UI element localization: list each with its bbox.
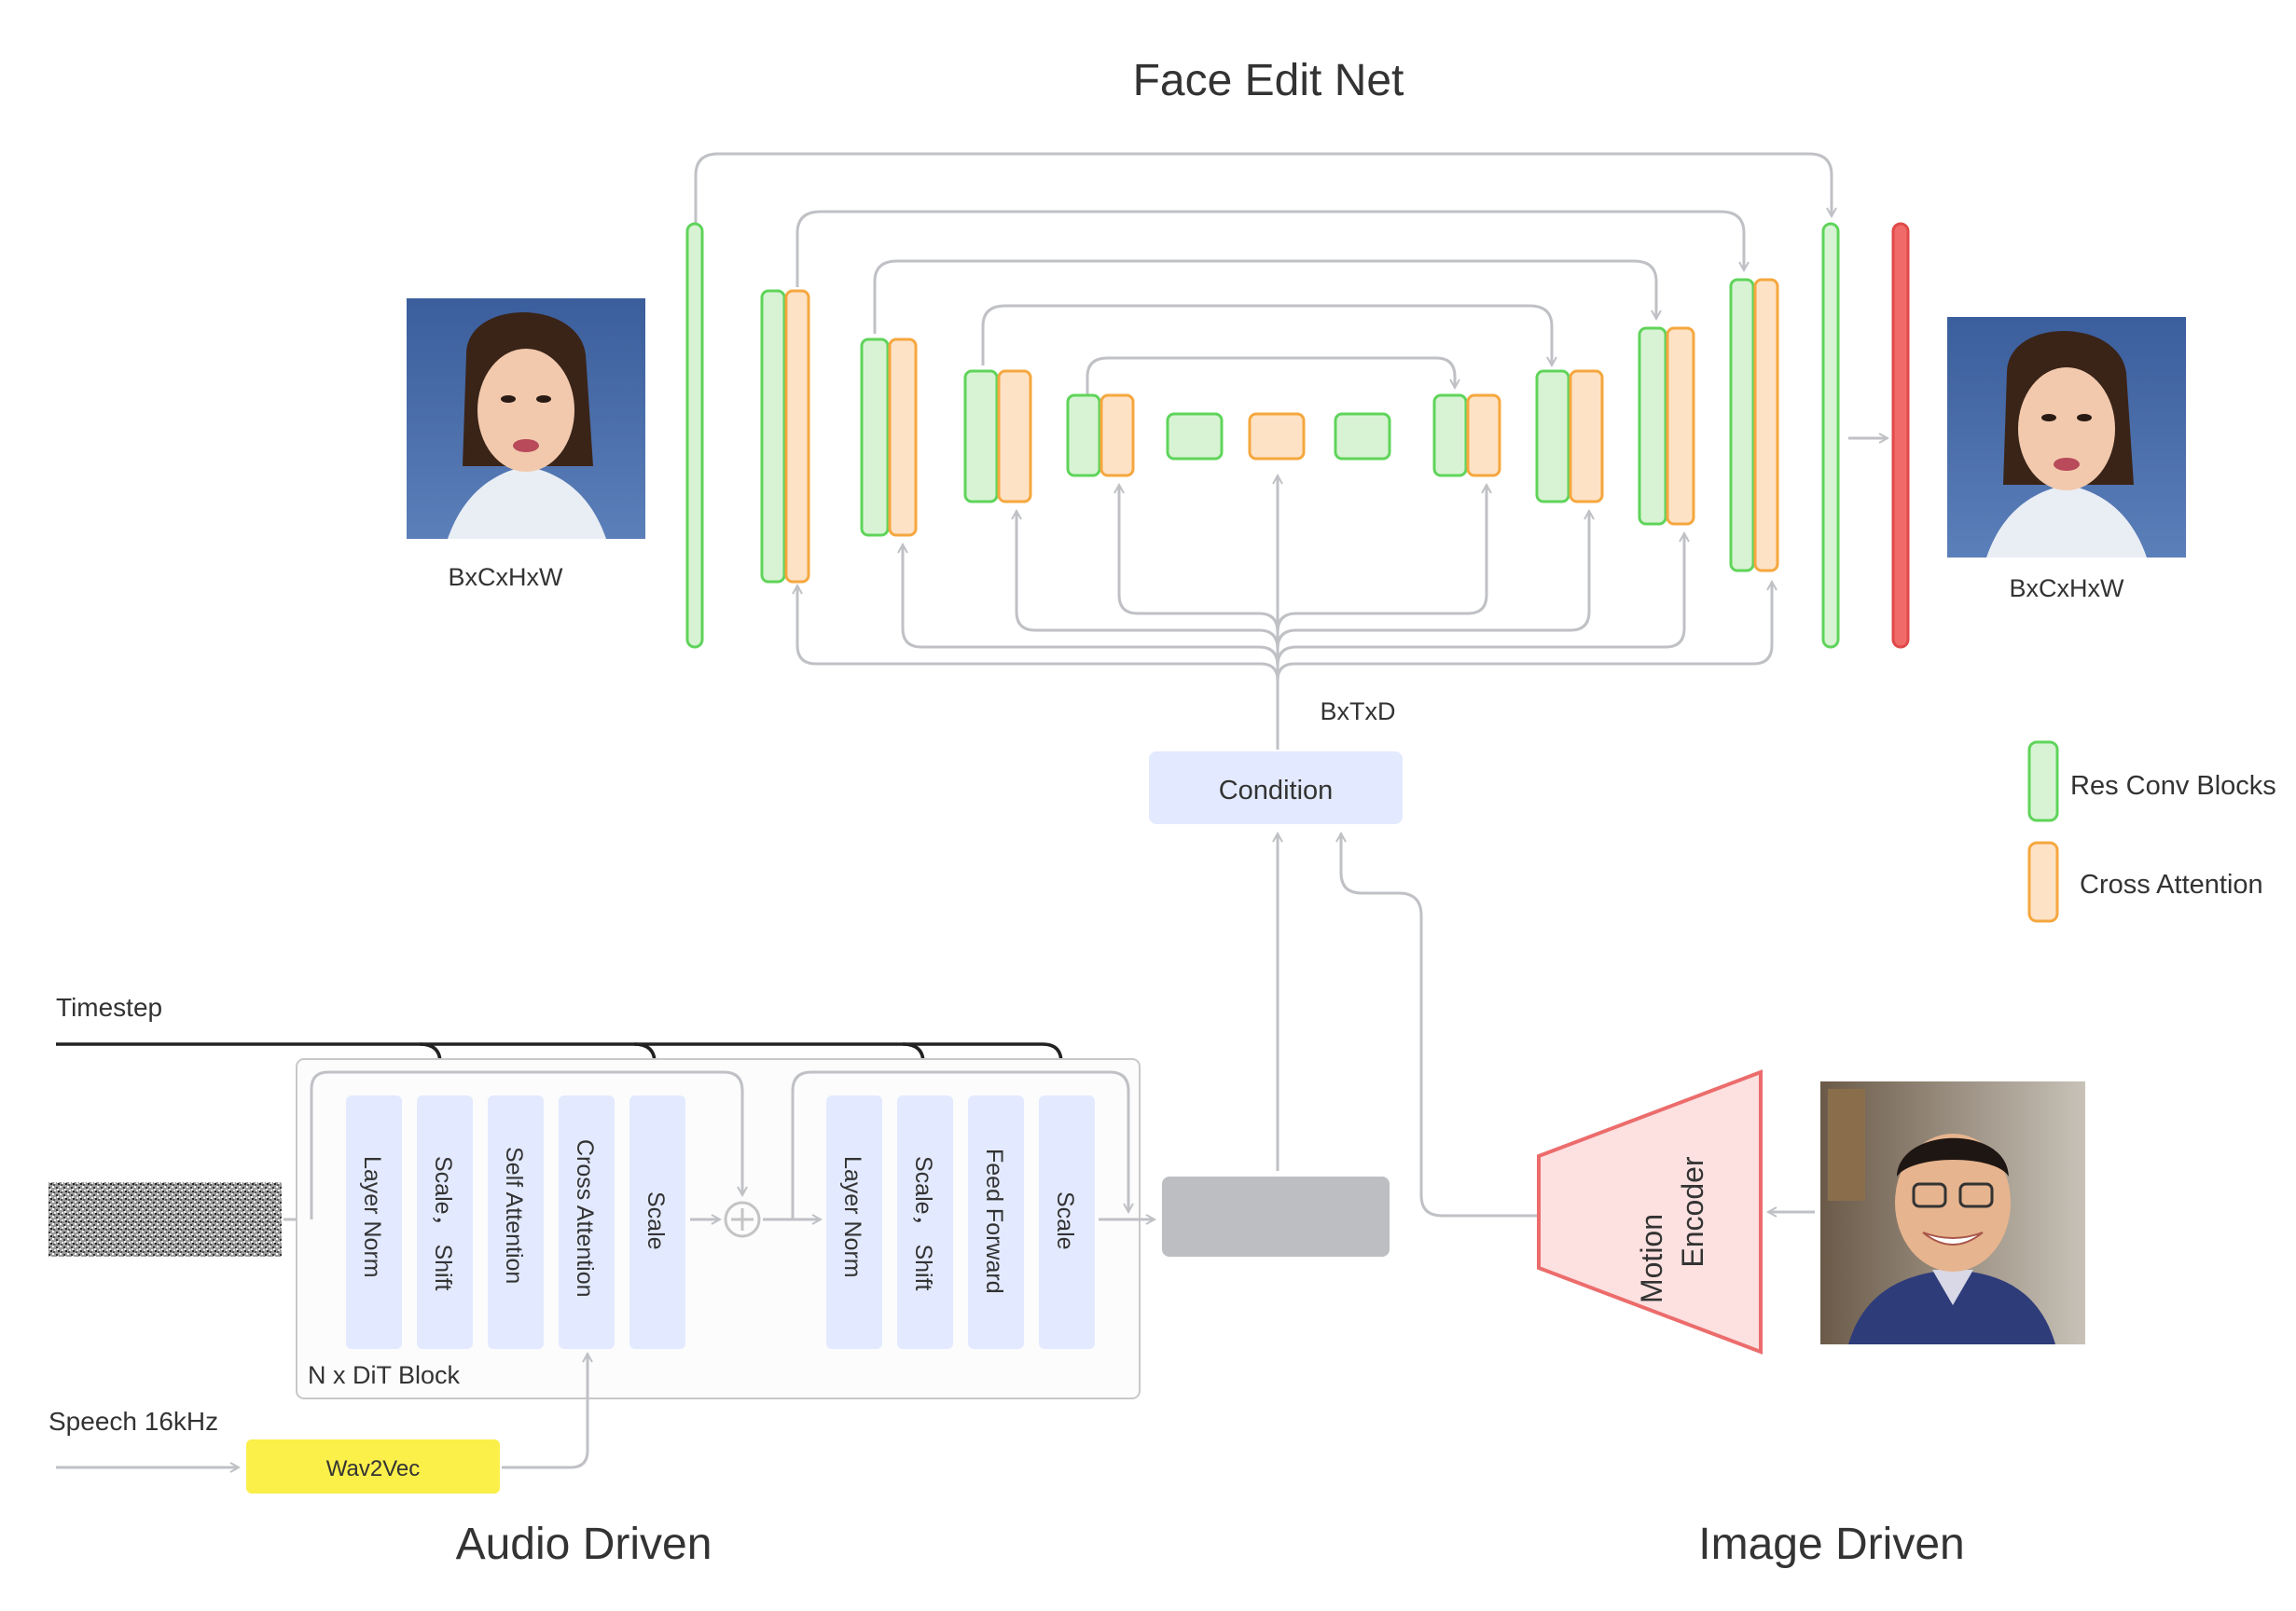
- unet-blocks: [685, 222, 1910, 649]
- wav2vec-box: [246, 1439, 500, 1494]
- condition-routing: [797, 475, 1772, 750]
- legend-res-conv-label: Res Conv Blocks: [2070, 771, 2276, 801]
- output-face-image: [1947, 317, 2186, 558]
- dit-group-1: Layer Norm Scale， Shift Self Attention C…: [346, 1095, 685, 1349]
- res-conv-block: [1334, 412, 1391, 461]
- res-conv-block: [1166, 412, 1224, 461]
- res-conv-block: [1535, 369, 1570, 503]
- dit-layer-label: Scale: [1052, 1191, 1078, 1250]
- cross-attention-block: [888, 337, 918, 537]
- dit-layer-label: Feed Forward: [981, 1149, 1007, 1294]
- cross-attention-block: [997, 369, 1032, 503]
- input-face-image: [407, 298, 645, 539]
- skip-connections: [694, 152, 1832, 395]
- res-conv-block: [1821, 222, 1840, 649]
- dit-layer: [559, 1095, 615, 1349]
- page-title: Face Edit Net: [1133, 56, 1404, 105]
- dit-layer-label: Cross Attention: [572, 1139, 598, 1298]
- wav2vec-label: Wav2Vec: [326, 1456, 421, 1481]
- dit-layer: [826, 1095, 882, 1349]
- dit-layer-label: Scale: [643, 1191, 669, 1250]
- res-conv-block: [963, 369, 999, 503]
- dit-layer-label: Layer Norm: [359, 1156, 385, 1278]
- legend-res-conv-swatch: [2027, 740, 2059, 822]
- condition-box: [1149, 751, 1403, 824]
- motion-encoder: [1537, 1069, 1763, 1355]
- condition-dim-label: BxTxD: [1321, 697, 1396, 725]
- image-section-label: Image Driven: [1698, 1520, 1964, 1569]
- audio-section-label: Audio Driven: [456, 1520, 712, 1569]
- output-conv-bar: [1891, 222, 1910, 649]
- motion-encoder-to-condition-arrow: [1341, 833, 1537, 1218]
- res-conv-block: [1729, 278, 1755, 572]
- motion-encoder-label: Motion: [1635, 1214, 1668, 1303]
- dit-layer-label: Self Attention: [501, 1147, 527, 1284]
- driving-face-image: [1820, 1081, 2085, 1344]
- cross-attention-block: [1466, 393, 1501, 477]
- dit-layer: [968, 1095, 1024, 1349]
- res-conv-block: [760, 289, 786, 584]
- cross-attention-block: [1753, 278, 1779, 572]
- fusion-box: [1162, 1177, 1390, 1257]
- res-conv-block: [1432, 393, 1468, 477]
- output-image-label: BxCxHxW: [2010, 574, 2125, 602]
- cross-attention-block: [784, 289, 810, 584]
- dit-layer: [488, 1095, 544, 1349]
- condition-label: Condition: [1219, 776, 1334, 806]
- add-operator-icon: [724, 1201, 761, 1238]
- dit-layer: [897, 1095, 953, 1349]
- speech-label: Speech 16kHz: [48, 1407, 218, 1436]
- motion-encoder-label: Encoder: [1676, 1156, 1709, 1268]
- dit-layer: [417, 1095, 473, 1349]
- res-conv-block: [860, 337, 890, 537]
- timestep-label: Timestep: [56, 993, 162, 1022]
- input-image-label: BxCxHxW: [449, 563, 564, 591]
- dit-layer-label: Layer Norm: [839, 1156, 865, 1278]
- dit-group-2: Layer Norm Scale， Shift Feed Forward Sca…: [826, 1095, 1095, 1349]
- res-conv-block: [1066, 393, 1101, 477]
- dit-layer-label: Scale， Shift: [430, 1156, 456, 1291]
- dit-layer: [629, 1095, 685, 1349]
- dit-block-label: N x DiT Block: [308, 1361, 461, 1389]
- noise-input: [48, 1182, 282, 1257]
- legend-cross-attention-swatch: [2027, 841, 2059, 923]
- dit-layer-label: Scale， Shift: [910, 1156, 936, 1291]
- wav2vec-to-cross-attention-arrow: [502, 1354, 588, 1469]
- cross-attention-block: [1248, 412, 1306, 461]
- legend-cross-attention-label: Cross Attention: [2080, 870, 2263, 900]
- dit-layer: [346, 1095, 402, 1349]
- cross-attention-block: [1569, 369, 1604, 503]
- cross-attention-block: [1666, 326, 1695, 526]
- dit-residual-paths: [310, 1070, 1128, 1219]
- res-conv-block: [1638, 326, 1667, 526]
- res-conv-block: [685, 222, 704, 649]
- cross-attention-block: [1100, 393, 1135, 477]
- dit-layer: [1039, 1095, 1095, 1349]
